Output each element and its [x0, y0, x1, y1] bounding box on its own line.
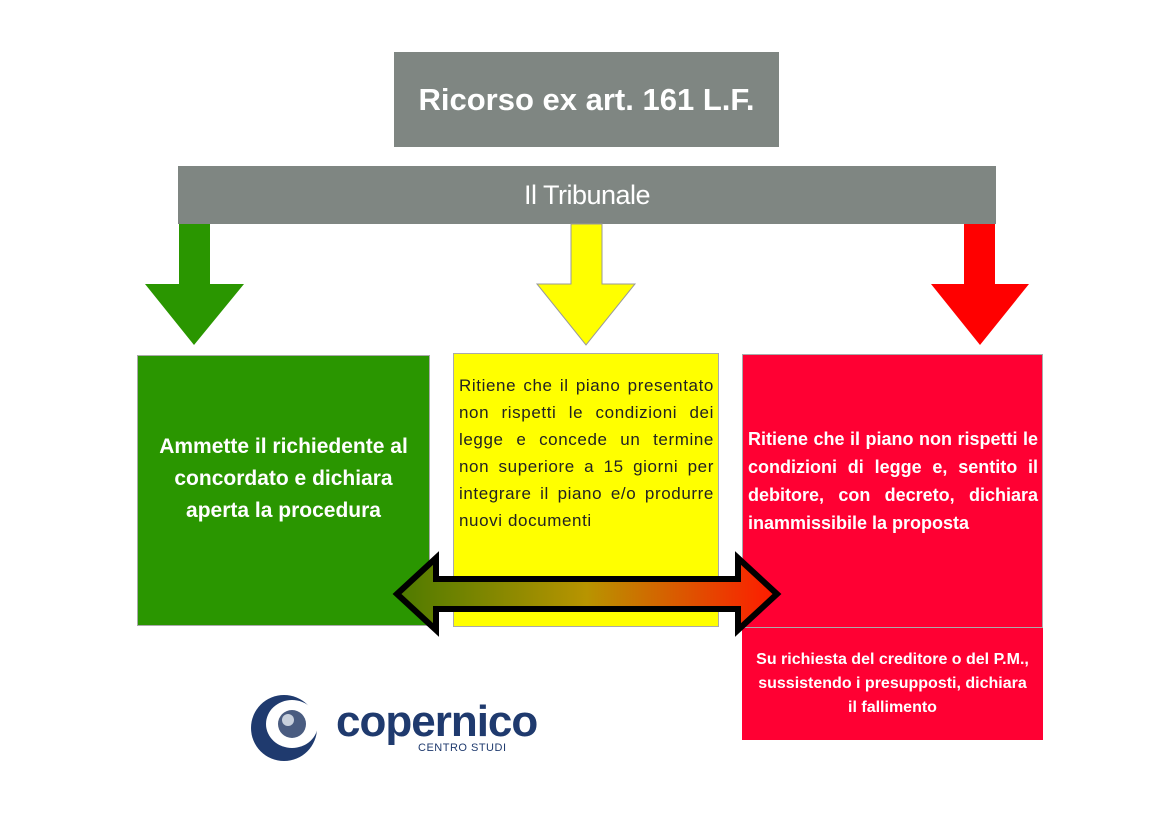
red-down-arrow [931, 224, 1029, 345]
double-headed-arrow [392, 551, 782, 637]
green-outcome-box: Ammette il richiedente al concordato e d… [137, 355, 430, 626]
logo-subtitle: CENTRO STUDI [418, 742, 507, 754]
copernico-logo [251, 695, 318, 761]
red-sub-text: Su richiesta del creditore o del P.M., s… [756, 651, 1029, 716]
red-outcome-text: Ritiene che il piano non rispetti le con… [748, 429, 1038, 533]
tribunale-text: Il Tribunale [523, 179, 651, 210]
title-text: Ricorso ex art. 161 L.F. [418, 81, 755, 117]
red-sub-box: Su richiesta del creditore o del P.M., s… [742, 628, 1043, 740]
green-down-arrow [145, 224, 244, 345]
red-outcome-box: Ritiene che il piano non rispetti le con… [742, 354, 1043, 628]
yellow-down-arrow [535, 223, 637, 346]
logo-wordmark: copernico [336, 697, 538, 746]
yellow-outcome-text: Ritiene che il piano presentato non risp… [459, 376, 714, 530]
tribunale-bar: Il Tribunale [178, 166, 996, 224]
title-box: Ricorso ex art. 161 L.F. [394, 52, 779, 147]
green-outcome-text: Ammette il richiedente al concordato e d… [159, 434, 408, 522]
